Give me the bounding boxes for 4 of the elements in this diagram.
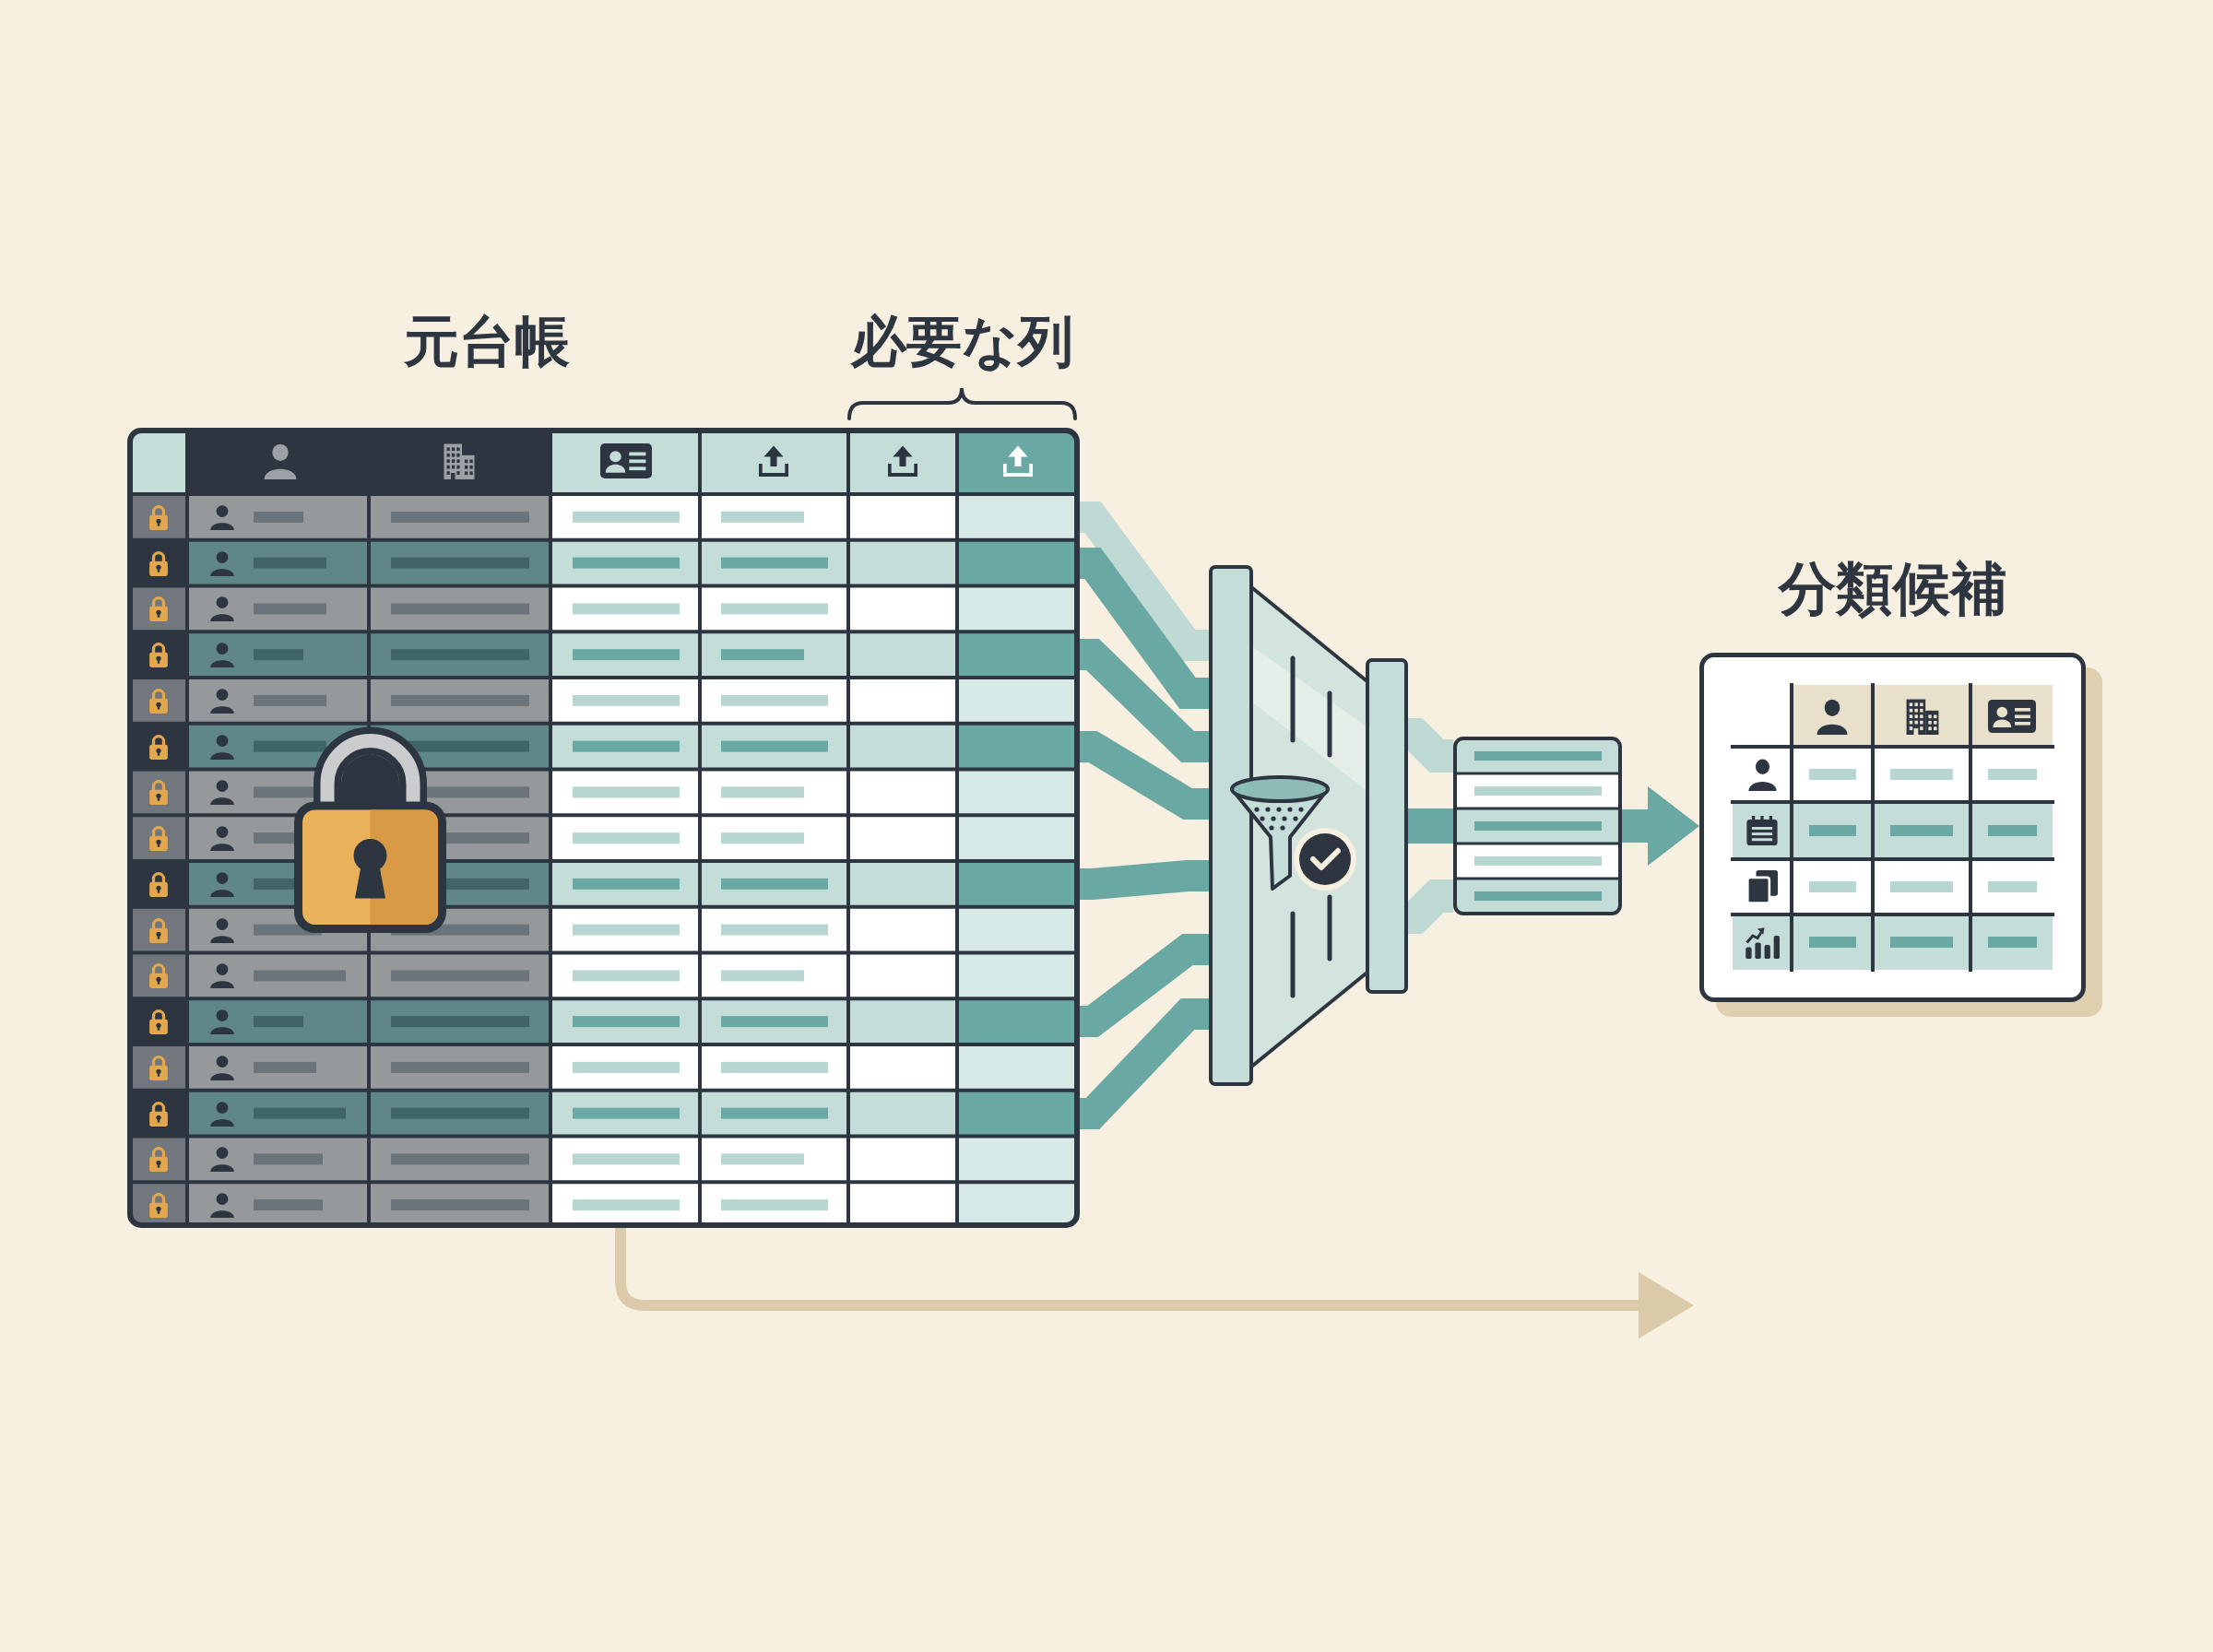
- table-title: 分類候補: [1777, 555, 2008, 623]
- arrow: [615, 1228, 1694, 1339]
- table-title: 元台帳: [403, 308, 571, 374]
- bracket-label: 必要な列: [849, 308, 1074, 374]
